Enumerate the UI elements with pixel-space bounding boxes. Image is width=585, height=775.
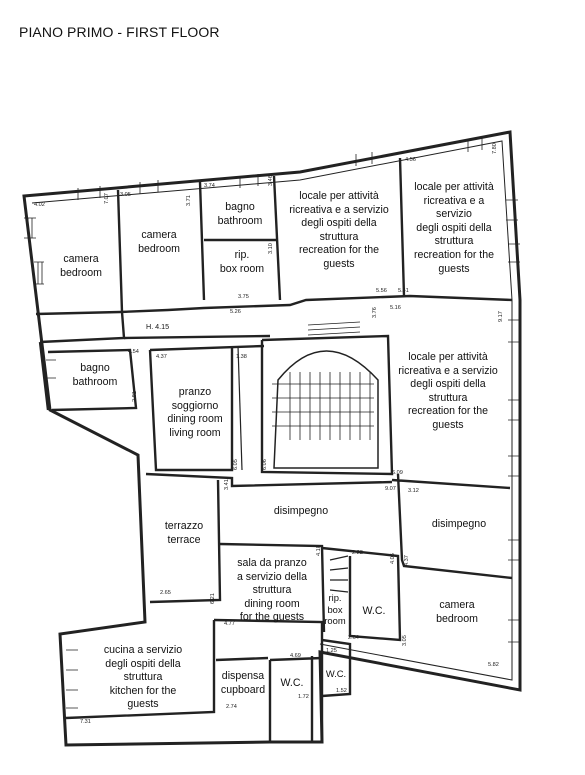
dimension-label: 9.07 xyxy=(385,486,396,492)
room-camera-2: camera bedroom xyxy=(138,229,180,255)
wall xyxy=(149,479,222,604)
wall xyxy=(38,311,126,411)
dimension-label: 3.75 xyxy=(238,294,249,300)
dimension-label: 6.09 xyxy=(392,470,403,476)
dimension-label: 3.46 xyxy=(268,175,274,186)
dimension-label: 9.17 xyxy=(498,311,504,322)
dimension-label: 1.52 xyxy=(336,688,347,694)
stair-top xyxy=(307,321,361,336)
dimension-label: 4.18 xyxy=(316,545,322,556)
room-rip-top: rip. box room xyxy=(219,249,265,275)
plan-title: PIANO PRIMO - FIRST FLOOR xyxy=(19,24,220,40)
dimension-label: 3.74 xyxy=(204,183,215,189)
dimension-label: 2.65 xyxy=(160,590,171,596)
dimension-label: 7.31 xyxy=(80,719,91,725)
dimension-label: 3.05 xyxy=(402,635,408,646)
dimension-label: 3.10 xyxy=(268,243,274,254)
room-wc-2: W.C. xyxy=(280,677,304,689)
room-disimpegno-2: disimpegno xyxy=(431,518,487,530)
dimension-label: 5.16 xyxy=(390,305,401,311)
wall xyxy=(391,473,513,580)
dimension-label: 7.07 xyxy=(104,193,110,204)
dimension-label: 4.05 xyxy=(390,553,396,564)
dimension-label: 4.37 xyxy=(404,555,410,566)
dimension-label: 6.21 xyxy=(210,593,216,604)
wall xyxy=(65,620,216,720)
room-pranzo: pranzo soggiorno dining room living room xyxy=(167,386,223,439)
wall xyxy=(123,334,271,352)
dimension-label: 2.74 xyxy=(226,704,237,710)
wall xyxy=(260,334,394,476)
wall xyxy=(321,638,352,698)
room-bagno-top: bagno bathroom xyxy=(217,201,263,227)
wall xyxy=(145,472,393,488)
wall xyxy=(213,618,324,742)
stair-treads xyxy=(272,372,374,440)
wall xyxy=(116,157,406,313)
dimension-label: 2.22 xyxy=(352,550,363,556)
room-locale-2: locale per attività ricreativa e a servi… xyxy=(413,181,495,275)
dimension-label: 4.77 xyxy=(224,621,235,627)
dimension-label: 2.81 xyxy=(132,391,138,402)
outer-wall-inner xyxy=(31,140,513,681)
wall xyxy=(35,294,513,316)
wall xyxy=(148,346,234,472)
dimension-label: 3.05 xyxy=(120,192,131,198)
wall xyxy=(321,546,402,642)
room-camera-1: camera bedroom xyxy=(60,253,102,279)
wall xyxy=(215,656,323,742)
dimension-label: 1.72 xyxy=(298,694,309,700)
dimension-label: 3.41 xyxy=(224,479,230,490)
dimension-label: 5.41 xyxy=(398,288,409,294)
dimension-label: 5.56 xyxy=(376,288,387,294)
room-camera-3: camera bedroom xyxy=(436,599,478,625)
room-locale-1: locale per attività ricreativa e a servi… xyxy=(289,190,389,270)
dimension-label: 4.56 xyxy=(405,157,416,163)
room-terrazzo: terrazzo terrace xyxy=(164,520,204,546)
dimension-label: 5.82 xyxy=(488,662,499,668)
wall xyxy=(47,348,138,412)
dimension-label: 3.12 xyxy=(408,488,419,494)
wall xyxy=(329,555,349,593)
dimension-label: 3.76 xyxy=(372,307,378,318)
stair-arch xyxy=(273,350,379,469)
room-locale-3: locale per attività ricreativa e a servi… xyxy=(398,351,498,431)
dimension-label: 5.26 xyxy=(230,309,241,315)
dimension-label: 3.71 xyxy=(186,195,192,206)
outer-wall xyxy=(22,130,522,747)
room-cucina: cucina a servizio degli ospiti della str… xyxy=(103,644,183,711)
room-sala-pranzo: sala da pranzo a servizio della struttur… xyxy=(236,557,308,624)
dimension-label: 4.54 xyxy=(128,349,139,355)
wall xyxy=(219,542,326,633)
dimension-label: 2.64 xyxy=(348,635,359,641)
dimension-label: 4.37 xyxy=(156,354,167,360)
room-wc-1: W.C. xyxy=(362,605,386,617)
dimension-label: 4.69 xyxy=(290,653,301,659)
dimension-label: 4.02 xyxy=(34,202,45,208)
room-disimpegno-1: disimpegno xyxy=(273,505,329,517)
wall xyxy=(237,345,243,471)
dimension-label: 1.25 xyxy=(326,648,337,654)
dimension-label: 7.80 xyxy=(492,143,498,154)
ceiling-height-tag: H. 4.15 xyxy=(146,322,170,331)
room-rip-box: rip. box room xyxy=(324,592,346,626)
dimension-label: 6.06 xyxy=(262,459,268,470)
room-wc-3: W.C. xyxy=(325,668,347,679)
room-bagno-left: bagno bathroom xyxy=(72,362,118,388)
dimension-label: 6.05 xyxy=(233,459,239,470)
room-dispensa: dispensa cupboard xyxy=(220,670,266,696)
dimension-label: 1.38 xyxy=(236,354,247,360)
